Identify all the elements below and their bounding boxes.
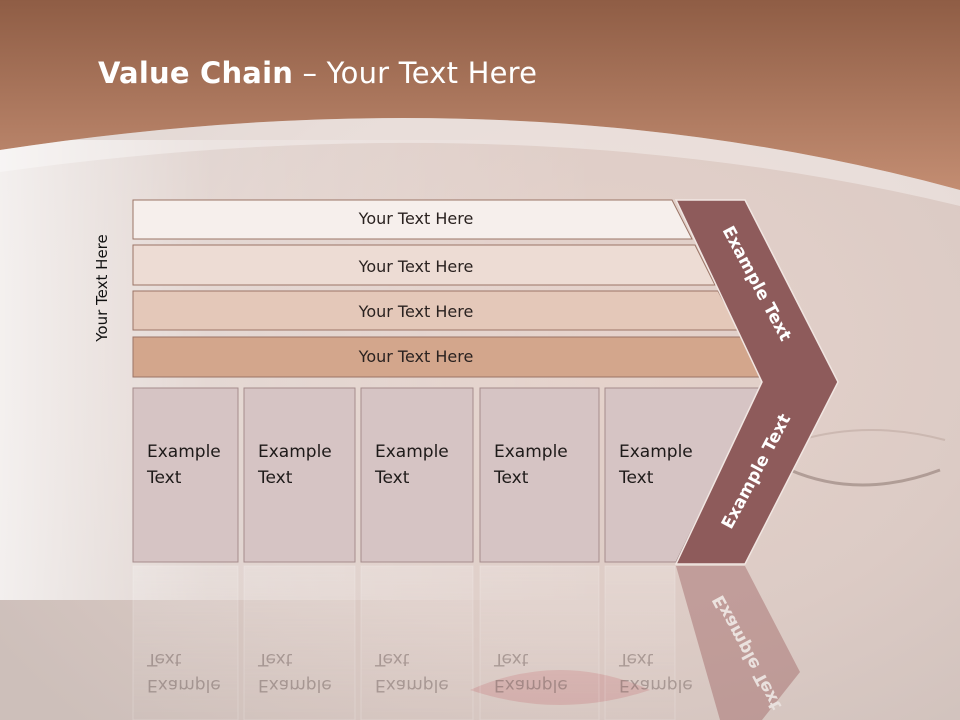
support-box-reflection-1 [132,565,239,720]
support-box-reflection-text-3: Text [374,649,410,669]
value-chevron[interactable] [674,199,839,565]
activity-bar-label-3: Your Text Here [358,302,474,321]
support-box-reflection-text-3: Example [375,675,449,695]
activity-bar-label-1: Your Text Here [358,209,474,228]
support-box-label-line1: Example [375,442,449,462]
activity-bar-2[interactable] [132,244,716,286]
support-box-label-line1: Example [494,442,568,462]
support-box-label-line2: Text [147,468,182,488]
support-box-reflection-5 [604,565,676,720]
support-box-reflection-text-4: Example [494,675,568,695]
support-box-label-line1: Example [147,442,221,462]
support-box-reflection-4 [479,565,600,720]
support-box-reflection-text-4: Text [493,649,529,669]
support-box-reflection-text-5: Text [618,649,654,669]
support-box-label-line1: Example [619,442,693,462]
support-box-reflection-text-5: Example [619,675,693,695]
support-box-4[interactable] [479,387,600,563]
support-box-reflection-3 [360,565,474,720]
support-box-label-line2: Text [619,468,654,488]
slide-title[interactable]: Value Chain – Your Text Here [98,56,537,90]
support-box-3[interactable] [360,387,474,563]
support-box-label-line2: Text [258,468,293,488]
activity-bar-label-2: Your Text Here [358,257,474,276]
support-box-label-line2: Text [375,468,410,488]
side-label-text: Your Text Here [93,234,111,342]
support-box-reflection-2 [243,565,356,720]
eyebrow-shape [799,429,946,441]
header-curve-highlight [0,118,960,206]
activity-bar-1[interactable] [132,199,693,240]
support-box-reflection-text-2: Text [257,649,293,669]
support-box-reflection-text-2: Example [258,675,332,695]
support-box-reflection-text-1: Text [146,649,182,669]
title-rest-part: – Your Text Here [293,56,538,90]
header-band [0,0,960,190]
eye-lash-shape [789,468,941,487]
title-bold-part: Value Chain [98,56,294,90]
support-box-label-line1: Example [258,442,332,462]
support-box-1[interactable] [132,387,239,563]
support-box-2[interactable] [243,387,356,563]
support-box-label-line2: Text [494,468,529,488]
activity-bar-label-4: Your Text Here [358,347,474,366]
support-box-5[interactable] [604,387,762,563]
support-box-reflection-text-1: Example [147,675,221,695]
